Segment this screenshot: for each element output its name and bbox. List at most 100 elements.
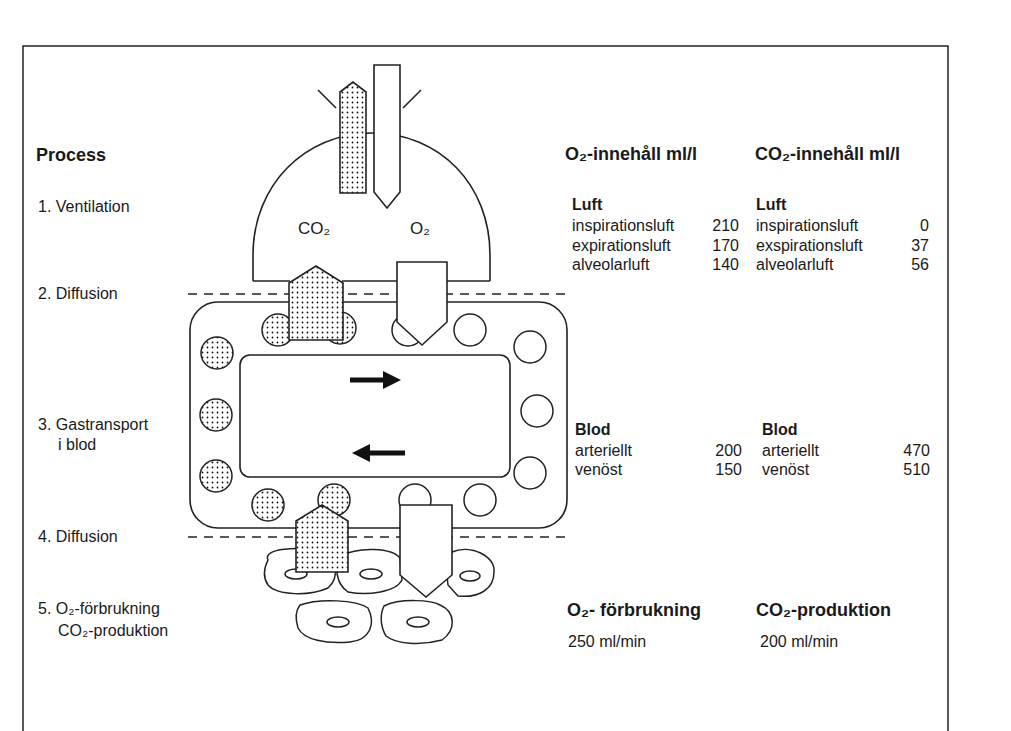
diffusion-boundary [188, 293, 565, 294]
label-anchor: 150 [715, 460, 742, 480]
blood-loop-outer [190, 302, 567, 528]
airway-wall [318, 90, 336, 108]
o2-blood-cell [514, 331, 546, 363]
label-anchor: 56 [911, 255, 929, 275]
table-cell: inspirationsluft [572, 216, 674, 236]
column-heading: Process [36, 144, 106, 166]
column-heading: CO₂-innehåll ml/l [755, 143, 900, 165]
table-cell: venöst [575, 460, 622, 480]
label-anchor: alveolarluft [572, 255, 649, 275]
label-anchor: venöst [575, 460, 622, 480]
rate-value: 200 ml/min [760, 632, 838, 652]
flow-arrow [350, 378, 386, 383]
label-anchor: O₂- förbrukning [567, 599, 701, 621]
table-cell: alveolarluft [572, 255, 649, 275]
co2-blood-cell [200, 399, 232, 431]
process-step: 5. O₂-förbrukning [38, 599, 160, 619]
alveolus-wall [253, 133, 490, 281]
table-value: 200 [715, 441, 742, 461]
label-anchor: Process [36, 144, 106, 166]
process-step: 2. Diffusion [38, 284, 118, 304]
table-value: 140 [712, 255, 739, 275]
label-anchor: CO₂-produktion [756, 599, 891, 621]
column-heading: O₂-innehåll ml/l [565, 143, 697, 165]
process-step: CO₂-produktion [58, 621, 168, 641]
table-value: 210 [712, 216, 739, 236]
tissue-cell [296, 601, 371, 643]
label-anchor: expirationsluft [572, 236, 671, 256]
alveolus-wall [342, 280, 398, 282]
row-heading: Blod [762, 420, 798, 440]
diffusion-boundary [188, 536, 572, 537]
label-anchor: 470 [903, 441, 930, 461]
label-anchor: CO₂-innehåll ml/l [755, 143, 900, 165]
table-cell: arteriellt [575, 441, 632, 461]
label-anchor: 2. Diffusion [38, 284, 118, 304]
process-step: 3. Gastransport i blod [38, 415, 153, 455]
flow-arrowhead [383, 371, 401, 389]
co2-blood-cell [201, 337, 233, 369]
label-anchor: 250 ml/min [568, 632, 646, 652]
table-cell: expirationsluft [572, 236, 671, 256]
o2-blood-cell [514, 457, 546, 489]
row-heading: Luft [572, 195, 602, 215]
o2-in-strip [374, 65, 400, 208]
co2-diffusion-shape [289, 266, 343, 340]
tissue-cell [381, 601, 452, 644]
label-anchor: inspirationsluft [756, 216, 858, 236]
label-anchor: alveolarluft [756, 255, 833, 275]
label-anchor: 140 [712, 255, 739, 275]
co2-out-strip [340, 82, 366, 193]
column-heading: CO₂-produktion [756, 599, 891, 621]
alveolus-wall [446, 280, 490, 282]
table-cell: arteriellt [762, 441, 819, 461]
label-anchor: O₂-innehåll ml/l [565, 143, 697, 165]
label-anchor: 4. Diffusion [38, 527, 118, 547]
alveolus-wall [253, 280, 290, 282]
label-anchor: 3. Gastransport i blod [38, 415, 153, 455]
alveolus-outline [252, 130, 492, 282]
cell-nucleus [327, 617, 349, 627]
process-step: 1. Ventilation [38, 197, 130, 217]
label-anchor: inspirationsluft [572, 216, 674, 236]
cell-nucleus [407, 617, 429, 627]
table-cell: exspirationsluft [756, 236, 863, 256]
column-heading: O₂- förbrukning [567, 599, 701, 621]
row-heading: Blod [575, 420, 611, 440]
gas-label: CO₂ [298, 218, 330, 240]
table-cell: venöst [762, 460, 809, 480]
gas-label: O₂ [410, 218, 430, 240]
table-value: 170 [712, 236, 739, 256]
flow-arrowhead [352, 444, 370, 462]
label-anchor: arteriellt [575, 441, 632, 461]
cell-nucleus [460, 571, 480, 581]
co2-blood-cell [252, 489, 284, 521]
cell-nucleus [360, 569, 382, 579]
table-value: 510 [903, 460, 930, 480]
label-anchor: 200 ml/min [760, 632, 838, 652]
label-anchor: arteriellt [762, 441, 819, 461]
label-anchor: Luft [756, 195, 786, 215]
label-anchor: Blod [575, 420, 611, 440]
o2-blood-cell [454, 314, 486, 346]
frame-line [23, 46, 948, 731]
table-value: 0 [920, 216, 929, 236]
flow-arrow [367, 451, 405, 456]
table-value: 56 [911, 255, 929, 275]
label-anchor: 210 [712, 216, 739, 236]
label-anchor: 170 [712, 236, 739, 256]
co2-blood-cell [200, 460, 232, 492]
o2-blood-cell [464, 484, 496, 516]
o2-blood-cell [521, 395, 553, 427]
co2-diffusion-shape [296, 505, 348, 572]
table-value: 470 [903, 441, 930, 461]
table-cell: inspirationsluft [756, 216, 858, 236]
label-anchor: 5. O₂-förbrukning [38, 599, 160, 619]
row-heading: Luft [756, 195, 786, 215]
table-cell: alveolarluft [756, 255, 833, 275]
label-anchor: CO₂-produktion [58, 621, 168, 641]
label-anchor: 0 [920, 216, 929, 236]
process-step: 4. Diffusion [38, 527, 118, 547]
